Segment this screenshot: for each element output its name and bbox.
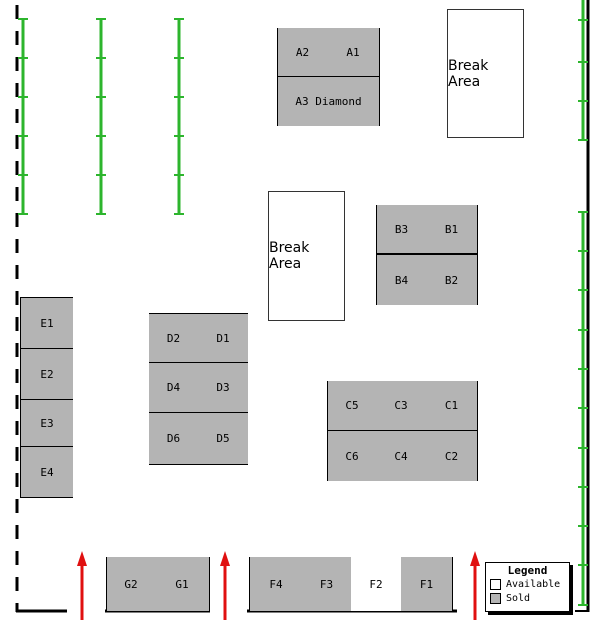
booth-c4[interactable]: C4 [376, 431, 427, 481]
green-rail-3 [174, 18, 184, 215]
entrance-arrow-icon [220, 551, 230, 620]
legend-item-sold: Sold [490, 591, 569, 605]
booth-c6[interactable]: C6 [327, 431, 377, 481]
booth-d5[interactable]: D5 [198, 413, 248, 465]
booth-d6[interactable]: D6 [149, 413, 199, 465]
green-rail-right-top [578, 0, 588, 141]
green-rail-1 [18, 18, 28, 215]
booth-g1[interactable]: G1 [155, 557, 210, 611]
break-area-center: Break Area [268, 191, 345, 321]
booth-f1[interactable]: F1 [401, 557, 453, 611]
green-rail-right-bottom [578, 211, 588, 606]
booth-d2[interactable]: D2 [149, 313, 199, 363]
booth-b2[interactable]: B2 [426, 255, 478, 305]
booth-f4[interactable]: F4 [249, 557, 303, 611]
booth-d4[interactable]: D4 [149, 363, 199, 413]
booth-c3[interactable]: C3 [376, 381, 427, 431]
entrance-arrow-icon [470, 551, 480, 620]
booth-b4[interactable]: B4 [376, 255, 427, 305]
legend-label-sold: Sold [506, 592, 531, 604]
legend-label-available: Available [506, 578, 561, 590]
legend: Legend Available Sold [485, 562, 570, 612]
entrance-arrows [77, 551, 480, 620]
booth-c5[interactable]: C5 [327, 381, 377, 431]
booth-e4[interactable]: E4 [20, 447, 73, 498]
booth-a2[interactable]: A2 [277, 28, 328, 76]
booth-d1[interactable]: D1 [198, 313, 248, 363]
booth-f2[interactable]: F2 [351, 557, 402, 611]
booth-e3[interactable]: E3 [20, 400, 73, 447]
booth-a1[interactable]: A1 [327, 28, 380, 76]
booth-f3[interactable]: F3 [302, 557, 352, 611]
booth-e2[interactable]: E2 [20, 349, 73, 400]
booth-b1[interactable]: B1 [426, 205, 478, 255]
legend-title: Legend [507, 564, 548, 577]
legend-item-available: Available [490, 577, 569, 591]
booth-g2[interactable]: G2 [106, 557, 156, 611]
green-rail-2 [96, 18, 106, 215]
green-rails [18, 0, 588, 606]
legend-swatch-available [490, 578, 501, 590]
legend-swatch-sold [490, 592, 501, 604]
booth-c1[interactable]: C1 [426, 381, 478, 431]
booth-d3[interactable]: D3 [198, 363, 248, 413]
booth-b3[interactable]: B3 [376, 205, 427, 255]
booth-e1[interactable]: E1 [20, 297, 73, 349]
break-area-top: Break Area [447, 9, 524, 138]
entrance-arrow-icon [77, 551, 87, 620]
booth-c2[interactable]: C2 [426, 431, 478, 481]
booth-a3-diamond[interactable]: A3 Diamond [277, 76, 380, 126]
